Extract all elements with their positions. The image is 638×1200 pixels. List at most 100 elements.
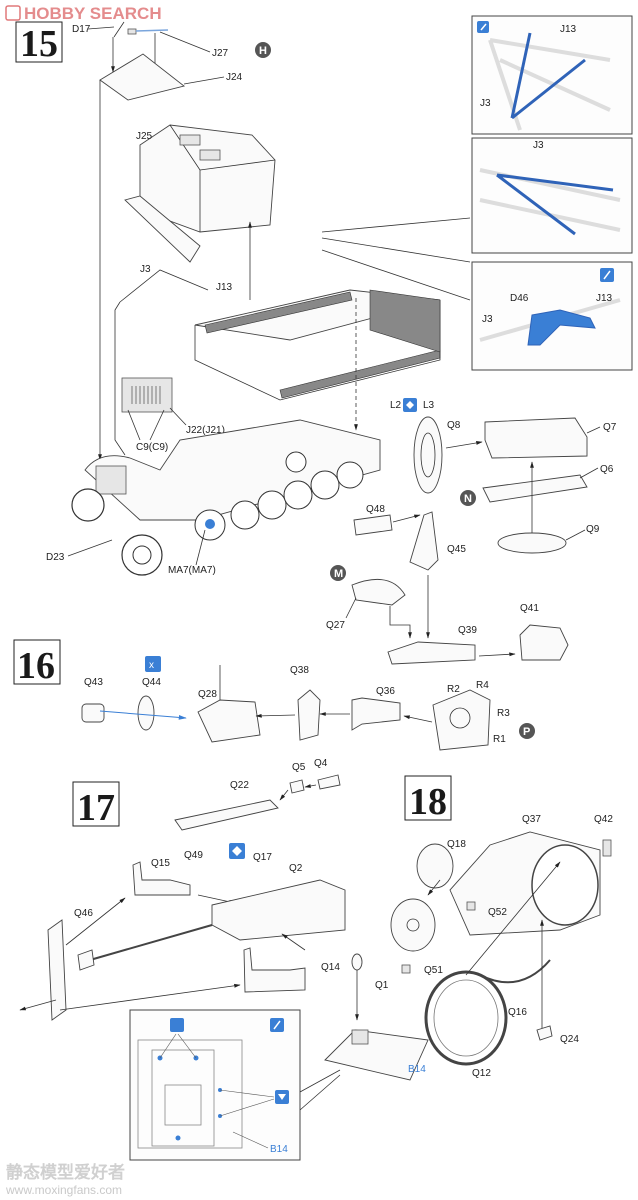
step-15-box (15, 21, 63, 63)
hobby-search-watermark: HOBBY SEARCH (5, 4, 162, 23)
label-q49: Q49 (184, 850, 203, 861)
label-q5: Q5 (292, 762, 306, 773)
label-d17: D17 (72, 24, 91, 35)
part-j27 (127, 28, 137, 35)
label-q45: Q45 (447, 544, 466, 555)
part-q41 (519, 624, 569, 661)
label-q48: Q48 (366, 504, 385, 515)
part-q44 (137, 695, 155, 731)
grip-icon (170, 1018, 184, 1032)
part-q43 (81, 703, 105, 723)
part-q22 (174, 799, 279, 831)
label-q28: Q28 (198, 689, 217, 700)
label-j25: J25 (136, 131, 153, 142)
svg-text:x: x (149, 660, 154, 671)
label-q27: Q27 (326, 620, 345, 631)
label-q41: Q41 (520, 603, 539, 614)
step-15: 15 H D17 J27 J24 J25 J3 J13 (15, 15, 633, 665)
step-16-number: 16 (17, 645, 55, 687)
detail-inset-b14: B14 (129, 1009, 301, 1161)
label-q6: Q6 (600, 464, 614, 475)
label-q7: Q7 (603, 422, 617, 433)
label-r1: R1 (493, 734, 506, 745)
part-q15 (132, 861, 191, 896)
watermark-text: HOBBY SEARCH (24, 4, 162, 23)
label-q22: Q22 (230, 780, 249, 791)
part-q52 (466, 901, 476, 911)
label-q36: Q36 (376, 686, 395, 697)
label-q51: Q51 (424, 965, 443, 976)
part-d17 (113, 21, 125, 38)
label-q8: Q8 (447, 420, 461, 431)
part-q5 (289, 779, 305, 794)
label-q24: Q24 (560, 1034, 579, 1045)
step-18-number: 18 (409, 781, 447, 823)
marker-h (255, 42, 271, 58)
step-16-box (13, 639, 61, 685)
marker-n (460, 490, 476, 506)
label-r4: R4 (476, 680, 489, 691)
label-q14: Q14 (321, 962, 340, 973)
moxingfans-watermark: 静态模型爱好者 www.moxingfans.com (5, 1162, 125, 1197)
detail-inset-2: J3 (471, 137, 633, 254)
label-b14: B14 (408, 1064, 426, 1075)
step-18-box (404, 775, 452, 821)
label-d23: D23 (46, 552, 65, 563)
label-l2: L2 (390, 400, 402, 411)
part-q27 (351, 578, 406, 606)
label-l3: L3 (423, 400, 435, 411)
part-j3-j13-cable (119, 269, 209, 303)
detail-inset-3: D46 J13 J3 (471, 261, 633, 371)
label-j22: J22(J21) (186, 425, 225, 436)
part-q45 (409, 511, 439, 571)
label-q9: Q9 (586, 524, 600, 535)
part-q9 (497, 532, 567, 554)
glue-bottle-icon (145, 656, 161, 672)
step-17-box (72, 781, 120, 827)
label-q38: Q38 (290, 665, 309, 676)
label-q1: Q1 (375, 980, 389, 991)
part-q4 (317, 774, 341, 790)
inset1-label-j13: J13 (560, 24, 577, 35)
part-r-assembly (432, 689, 491, 751)
part-q1 (351, 953, 363, 971)
label-j3: J3 (140, 264, 151, 275)
part-j24 (99, 53, 186, 101)
detail-inset-1: J13 J3 (471, 15, 633, 135)
vehicle-chassis (71, 419, 381, 576)
part-q38 (297, 689, 321, 741)
inset3-label-j13: J13 (596, 293, 613, 304)
inset2-label-j3: J3 (533, 140, 544, 151)
marker-p (519, 723, 535, 739)
part-q28 (197, 699, 261, 743)
label-q17: Q17 (253, 852, 272, 863)
label-r2: R2 (447, 684, 460, 695)
inset1-label-j3: J3 (480, 98, 491, 109)
label-q16: Q16 (508, 1007, 527, 1018)
label-q12: Q12 (472, 1068, 491, 1079)
part-q39 (387, 641, 476, 665)
label-ma7: MA7(MA7) (168, 565, 216, 576)
inset-label-b14: B14 (270, 1144, 288, 1155)
part-q48 (353, 514, 393, 536)
watermark-url-text: www.moxingfans.com (5, 1183, 122, 1197)
label-q46: Q46 (74, 908, 93, 919)
watermark-cn-text: 静态模型爱好者 (6, 1162, 125, 1182)
part-q8 (413, 416, 443, 494)
part-q42 (602, 839, 612, 857)
part-handwheel (390, 898, 436, 952)
label-q42: Q42 (594, 814, 613, 825)
step-16: 16 x Q43 Q44 Q28 Q38 Q36 R2 R4 R3 R1 P (13, 639, 535, 751)
step-17: 17 Q22 Q5 Q4 Q49 Q17 Q15 Q2 Q46 Q14 (19, 758, 429, 1161)
label-q43: Q43 (84, 677, 103, 688)
label-j24: J24 (226, 72, 243, 83)
label-j13: J13 (216, 282, 233, 293)
part-q14 (243, 947, 306, 993)
label-r3: R3 (497, 708, 510, 719)
label-q44: Q44 (142, 677, 161, 688)
part-q46 (47, 919, 67, 1021)
marker-p-label: P (523, 726, 530, 738)
inset3-label-j3: J3 (482, 314, 493, 325)
label-q2: Q2 (289, 863, 303, 874)
